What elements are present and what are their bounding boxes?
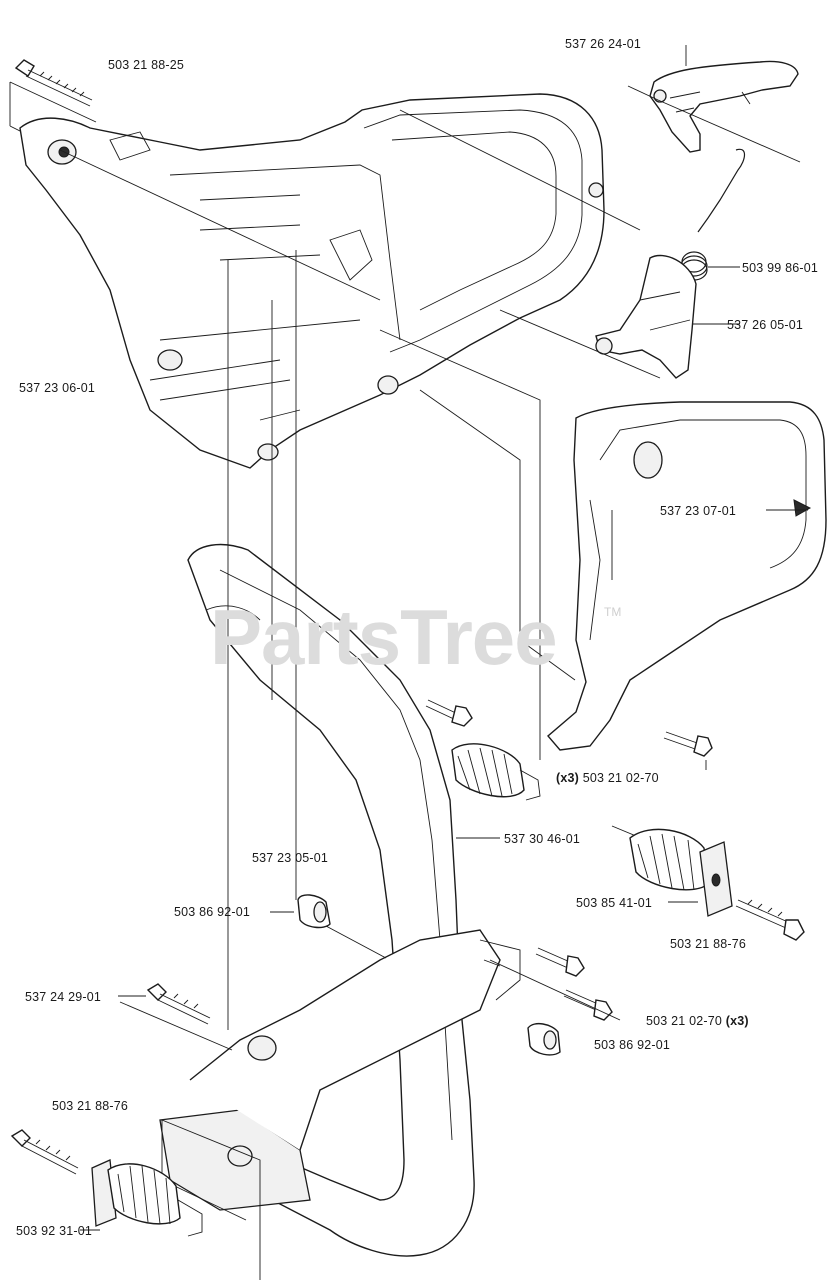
bolt-503-21-88-25[interactable] [14,59,93,107]
part-label-503-92-31-01[interactable]: 503 92 31-01 [16,1224,93,1238]
leader-line-throttle [627,85,801,163]
part-label-503-21-02-70-lower[interactable]: 503 21 02-70 (x3) [646,1014,749,1028]
part-label-537-26-24-01[interactable]: 537 26 24-01 [565,37,642,51]
leader-bushing-upper [270,911,387,959]
bolt-503-21-02-70-upper[interactable] [663,731,713,757]
av-damper-lower-left[interactable] [91,1159,203,1237]
handle-cover[interactable] [547,401,827,751]
part-label-503-86-92-01-lower[interactable]: 503 86 92-01 [594,1038,671,1052]
part-label-537-23-06-01[interactable]: 537 23 06-01 [19,381,96,395]
bolt-front-handle[interactable] [425,699,473,727]
part-label-537-26-05-01[interactable]: 537 26 05-01 [727,318,804,332]
part-label-537-24-29-01[interactable]: 537 24 29-01 [25,990,102,1004]
av-damper-right[interactable] [611,825,733,917]
throttle-spring[interactable] [680,148,746,281]
throttle-trigger[interactable] [649,45,799,153]
part-label-537-23-05-01[interactable]: 537 23 05-01 [252,851,329,865]
part-label-503-99-86-01[interactable]: 503 99 86-01 [742,261,819,275]
part-label-503-21-88-76-right[interactable]: 503 21 88-76 [670,937,747,951]
part-label-503-21-88-76-lower[interactable]: 503 21 88-76 [52,1099,129,1113]
part-label-503-21-02-70-upper[interactable]: (x3) 503 21 02-70 [556,771,659,785]
watermark: PartsTree [210,593,558,681]
bolt-mount-right-b[interactable] [563,989,613,1021]
alignment-lines [59,109,661,1051]
part-label-503-21-88-25[interactable]: 503 21 88-25 [108,58,185,72]
part-label-503-85-41-01[interactable]: 503 85 41-01 [576,896,653,910]
rear-handle-housing[interactable] [19,93,605,469]
bolt-503-21-88-76-right[interactable] [735,899,805,941]
part-label-537-30-46-01[interactable]: 537 30 46-01 [504,832,581,846]
front-handle-bar[interactable] [159,543,521,1257]
screw-537-24-29-01[interactable] [146,983,211,1025]
watermark-tm: TM [604,605,622,619]
bushing-upper[interactable] [297,894,331,929]
av-spring-upper[interactable] [451,743,541,801]
part-label-537-23-07-01[interactable]: 537 23 07-01 [660,504,737,518]
part-label-503-86-92-01-upper[interactable]: 503 86 92-01 [174,905,251,919]
bolt-503-21-88-76-lower[interactable] [10,1129,79,1175]
bushing-lower[interactable] [527,1022,561,1056]
throttle-lockout[interactable] [595,254,697,379]
bolt-mount-right-a[interactable] [535,947,585,977]
